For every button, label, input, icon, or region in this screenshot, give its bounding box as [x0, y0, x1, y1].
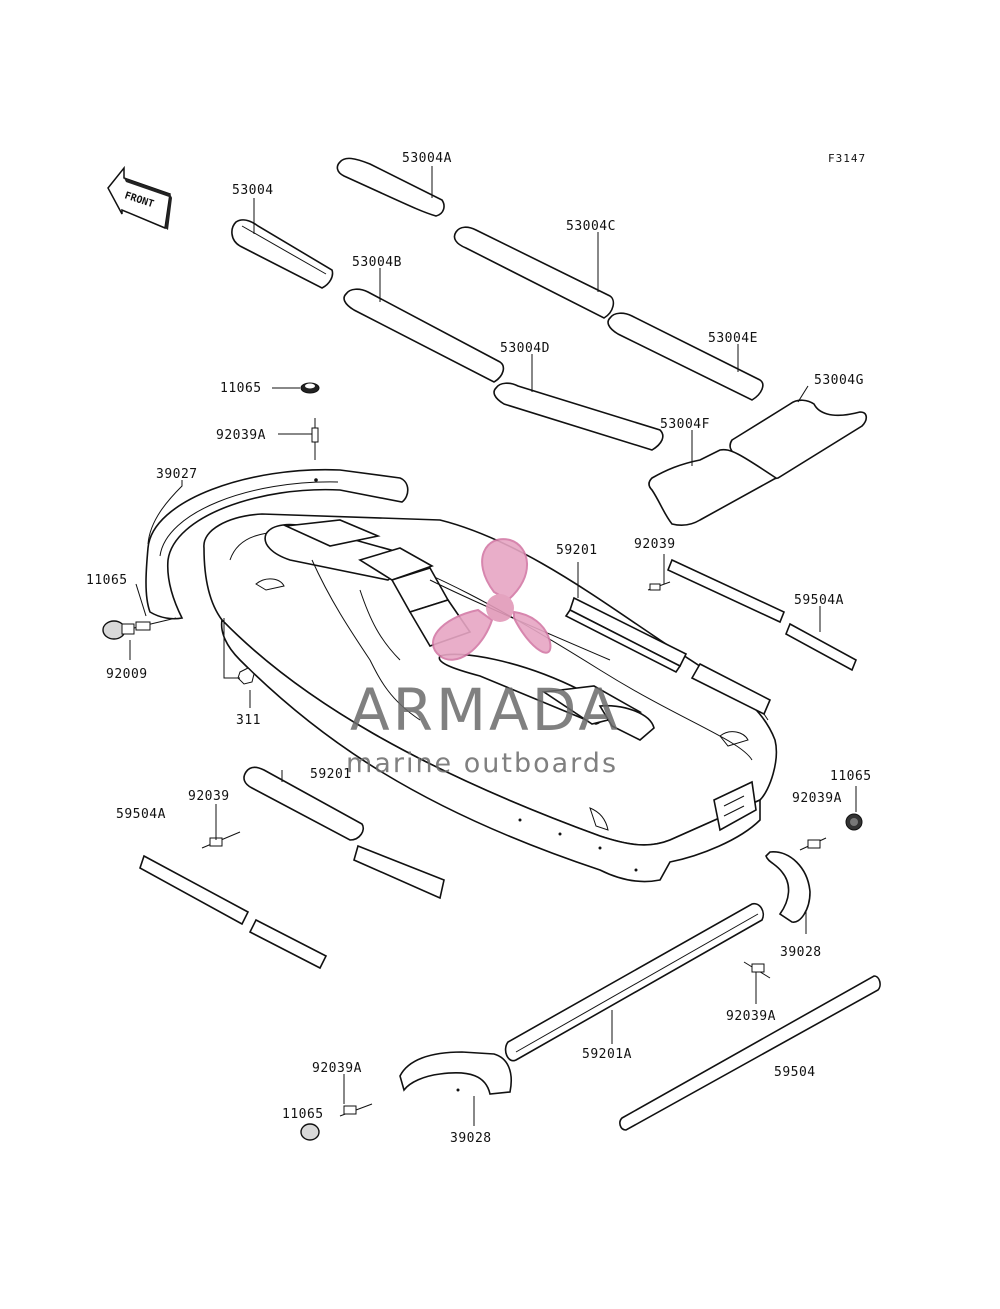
label-59504: 59504: [774, 1065, 816, 1080]
mat-53004A: [336, 157, 445, 217]
label-92039A-bottom: 92039A: [312, 1061, 362, 1076]
bumper-39027: [145, 468, 409, 620]
front-arrow-icon: FRONT: [107, 165, 172, 230]
rail-59201-right: [564, 596, 772, 721]
label-53004D: 53004D: [500, 341, 550, 356]
label-53004G: 53004G: [814, 373, 864, 388]
armada-logo-icon: [432, 538, 552, 661]
label-39028-bottom: 39028: [450, 1131, 492, 1146]
label-59201A: 59201A: [582, 1047, 632, 1062]
label-92039A-lower: 92039A: [726, 1009, 776, 1024]
label-92039A-right: 92039A: [792, 791, 842, 806]
label-59201-right: 59201: [556, 543, 598, 558]
cap-11065-top: [300, 382, 320, 394]
label-92009: 92009: [106, 667, 148, 682]
rivet-92039A-top: [311, 418, 319, 460]
rivet-92039A-lower: [743, 961, 771, 979]
label-39028-right: 39028: [780, 945, 822, 960]
label-59504A-left: 59504A: [116, 807, 166, 822]
bumper-39028-bottom: [399, 1051, 512, 1095]
cap-11065-left: [102, 620, 135, 640]
rail-59201A: [504, 902, 765, 1062]
bumper-39028-right: [765, 851, 811, 923]
label-92039A-top: 92039A: [216, 428, 266, 443]
watermark-subtitle: marine outboards: [346, 748, 618, 779]
label-11065-left: 11065: [86, 573, 128, 588]
mat-53004C: [453, 226, 615, 319]
hull-body: [203, 513, 778, 883]
mat-53004F: [648, 448, 778, 526]
rail-59504A-right: [666, 558, 858, 672]
label-39027: 39027: [156, 467, 198, 482]
screw-92009: [133, 617, 177, 631]
rivet-92039A-right: [799, 837, 827, 851]
label-11065-top: 11065: [220, 381, 262, 396]
mat-53004E: [607, 312, 764, 401]
label-11065-bottom: 11065: [282, 1107, 324, 1122]
label-53004A: 53004A: [402, 151, 452, 166]
rivet-92039-right: [647, 581, 671, 591]
label-53004B: 53004B: [352, 255, 402, 270]
figure-id: F3147: [828, 152, 866, 165]
cap-11065-right: [845, 813, 863, 831]
label-92039-right: 92039: [634, 537, 676, 552]
watermark-title: ARMADA: [350, 676, 621, 744]
label-53004E: 53004E: [708, 331, 758, 346]
label-92039-left: 92039: [188, 789, 230, 804]
label-53004F: 53004F: [660, 417, 710, 432]
label-11065-right: 11065: [830, 769, 872, 784]
label-311: 311: [236, 713, 261, 728]
label-53004: 53004: [232, 183, 274, 198]
cap-11065-bottom: [300, 1123, 320, 1141]
strip-59504: [619, 975, 881, 1131]
mat-53004D: [493, 382, 664, 451]
mat-53004B: [343, 288, 505, 383]
rivet-92039A-bottom: [339, 1103, 373, 1117]
rail-59201-left: [243, 766, 445, 900]
mat-53004: [231, 219, 334, 289]
label-53004C: 53004C: [566, 219, 616, 234]
rail-59504A-left: [139, 854, 328, 970]
label-59504A-right: 59504A: [794, 593, 844, 608]
rivet-92039-left: [201, 831, 241, 849]
label-59201-left: 59201: [310, 767, 352, 782]
